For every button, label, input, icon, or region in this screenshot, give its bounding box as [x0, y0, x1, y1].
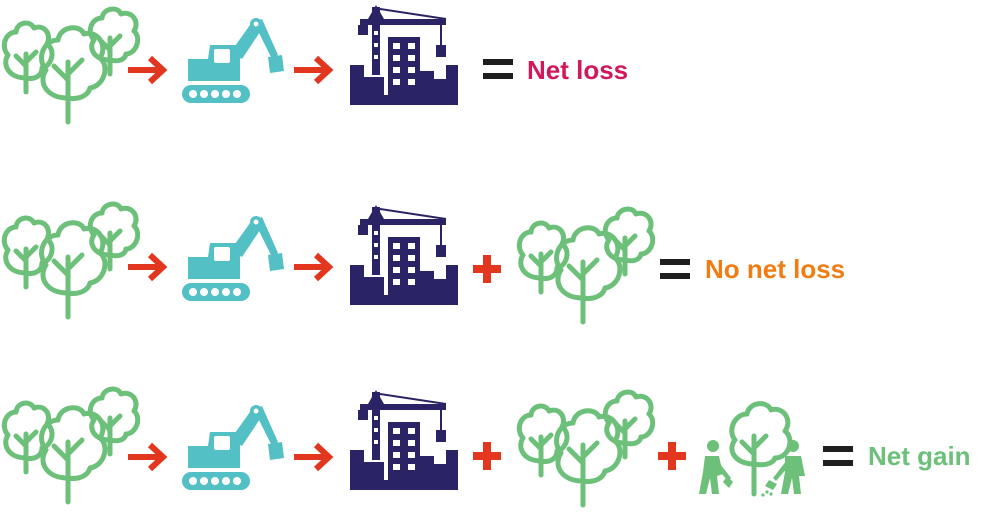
right-arrow-icon	[126, 442, 168, 472]
plus-icon	[657, 441, 687, 471]
construction-building-icon	[350, 5, 458, 107]
plus-icon	[472, 441, 502, 471]
plus-icon	[472, 254, 502, 284]
tree-planting-people-icon	[697, 398, 812, 498]
equation-row-no-net-loss: No net loss	[0, 195, 1000, 335]
construction-building-icon	[350, 390, 458, 492]
trees-icon	[515, 200, 655, 325]
right-arrow-icon	[126, 55, 168, 85]
trees-icon	[0, 0, 140, 125]
right-arrow-icon	[292, 442, 334, 472]
equals-icon	[483, 58, 513, 80]
right-arrow-icon	[292, 55, 334, 85]
equation-row-net-gain: Net gain	[0, 380, 1000, 520]
trees-icon	[0, 195, 140, 320]
excavator-icon	[180, 213, 290, 303]
excavator-icon	[180, 15, 290, 105]
equals-icon	[823, 445, 853, 467]
construction-building-icon	[350, 205, 458, 307]
excavator-icon	[180, 402, 290, 492]
equals-icon	[660, 258, 690, 280]
equation-row-net-loss: Net loss	[0, 0, 1000, 140]
right-arrow-icon	[292, 252, 334, 282]
right-arrow-icon	[126, 252, 168, 282]
result-label: Net gain	[868, 441, 971, 471]
trees-icon	[515, 383, 655, 508]
trees-icon	[0, 380, 140, 505]
biodiversity-net-gain-diagram: Net loss No net loss	[0, 0, 1000, 509]
result-label: No net loss	[705, 254, 846, 284]
result-label: Net loss	[527, 55, 629, 85]
